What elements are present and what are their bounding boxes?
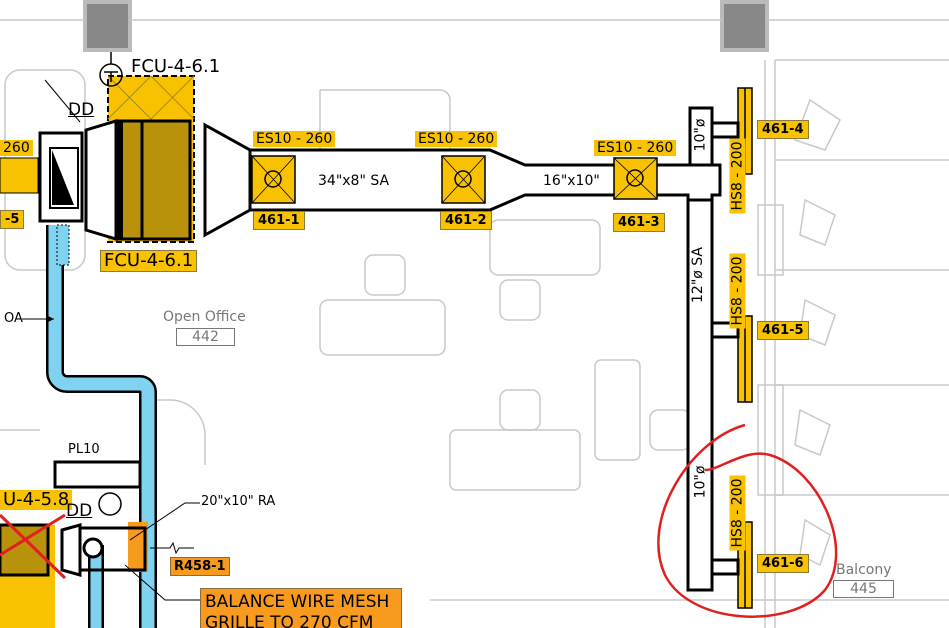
diffuser-tag: 461-2 bbox=[440, 211, 492, 230]
fcu-left-label: U-4-5.8 bbox=[0, 490, 73, 510]
oa-label: OA bbox=[4, 311, 23, 326]
linear-diffuser-tag: 461-5 bbox=[757, 321, 809, 340]
vertical-bottom-duct-size: 10"ø bbox=[692, 465, 709, 499]
diffuser-461-1 bbox=[251, 155, 296, 204]
diffuser-type-label: ES10 - 260 bbox=[253, 131, 336, 147]
linear-diffuser-type: HS8 - 200 bbox=[729, 253, 746, 329]
linear-diffuser-type: HS8 - 200 bbox=[729, 138, 746, 214]
diffuser-tag: 461-1 bbox=[253, 211, 305, 230]
room-number: 442 bbox=[176, 328, 235, 346]
vertical-duct-size: 12"ø SA bbox=[690, 247, 706, 303]
diffuser-tag: 461-3 bbox=[613, 213, 665, 232]
main-duct-size: 34"x8" SA bbox=[318, 173, 390, 189]
left-diffuser-tag: -5 bbox=[0, 210, 25, 229]
room-number: 445 bbox=[833, 580, 894, 598]
linear-diffuser-tag: 461-4 bbox=[757, 120, 809, 139]
room-name: Balcony bbox=[836, 562, 892, 578]
fcu-main-label: FCU-4-6.1 bbox=[131, 56, 221, 77]
revision-cloud bbox=[657, 423, 838, 618]
fcu-main bbox=[38, 52, 252, 243]
branch-duct-size: 16"x10" bbox=[543, 173, 600, 189]
linear-diffuser-tag: 461-6 bbox=[757, 554, 809, 573]
ceiling-diffusers bbox=[251, 155, 658, 204]
diffuser-type-label: ES10 - 260 bbox=[594, 140, 677, 156]
fcu-left bbox=[0, 157, 200, 628]
damper-label: DD bbox=[68, 100, 95, 120]
return-grille-tag: R458-1 bbox=[170, 557, 230, 576]
room-name: Open Office bbox=[163, 309, 246, 325]
plenum-label: PL10 bbox=[68, 442, 100, 457]
ra-duct-size: 20"x10" RA bbox=[201, 494, 276, 509]
diffuser-461-2 bbox=[441, 155, 486, 204]
diffuser-461-3 bbox=[613, 157, 658, 200]
linear-diffuser-type: HS8 - 200 bbox=[729, 475, 746, 551]
oa-duct bbox=[22, 224, 157, 628]
diffuser-type-label: ES10 - 260 bbox=[415, 131, 498, 147]
riser-duct-size: 10"ø bbox=[692, 118, 709, 152]
damper-left-label: DD bbox=[66, 501, 93, 521]
fcu-main-tag: FCU-4-6.1 bbox=[100, 250, 198, 272]
left-cfm-label: 260 bbox=[0, 140, 33, 156]
balance-note: BALANCE WIRE MESH GRILLE TO 270 CFM bbox=[200, 588, 402, 628]
